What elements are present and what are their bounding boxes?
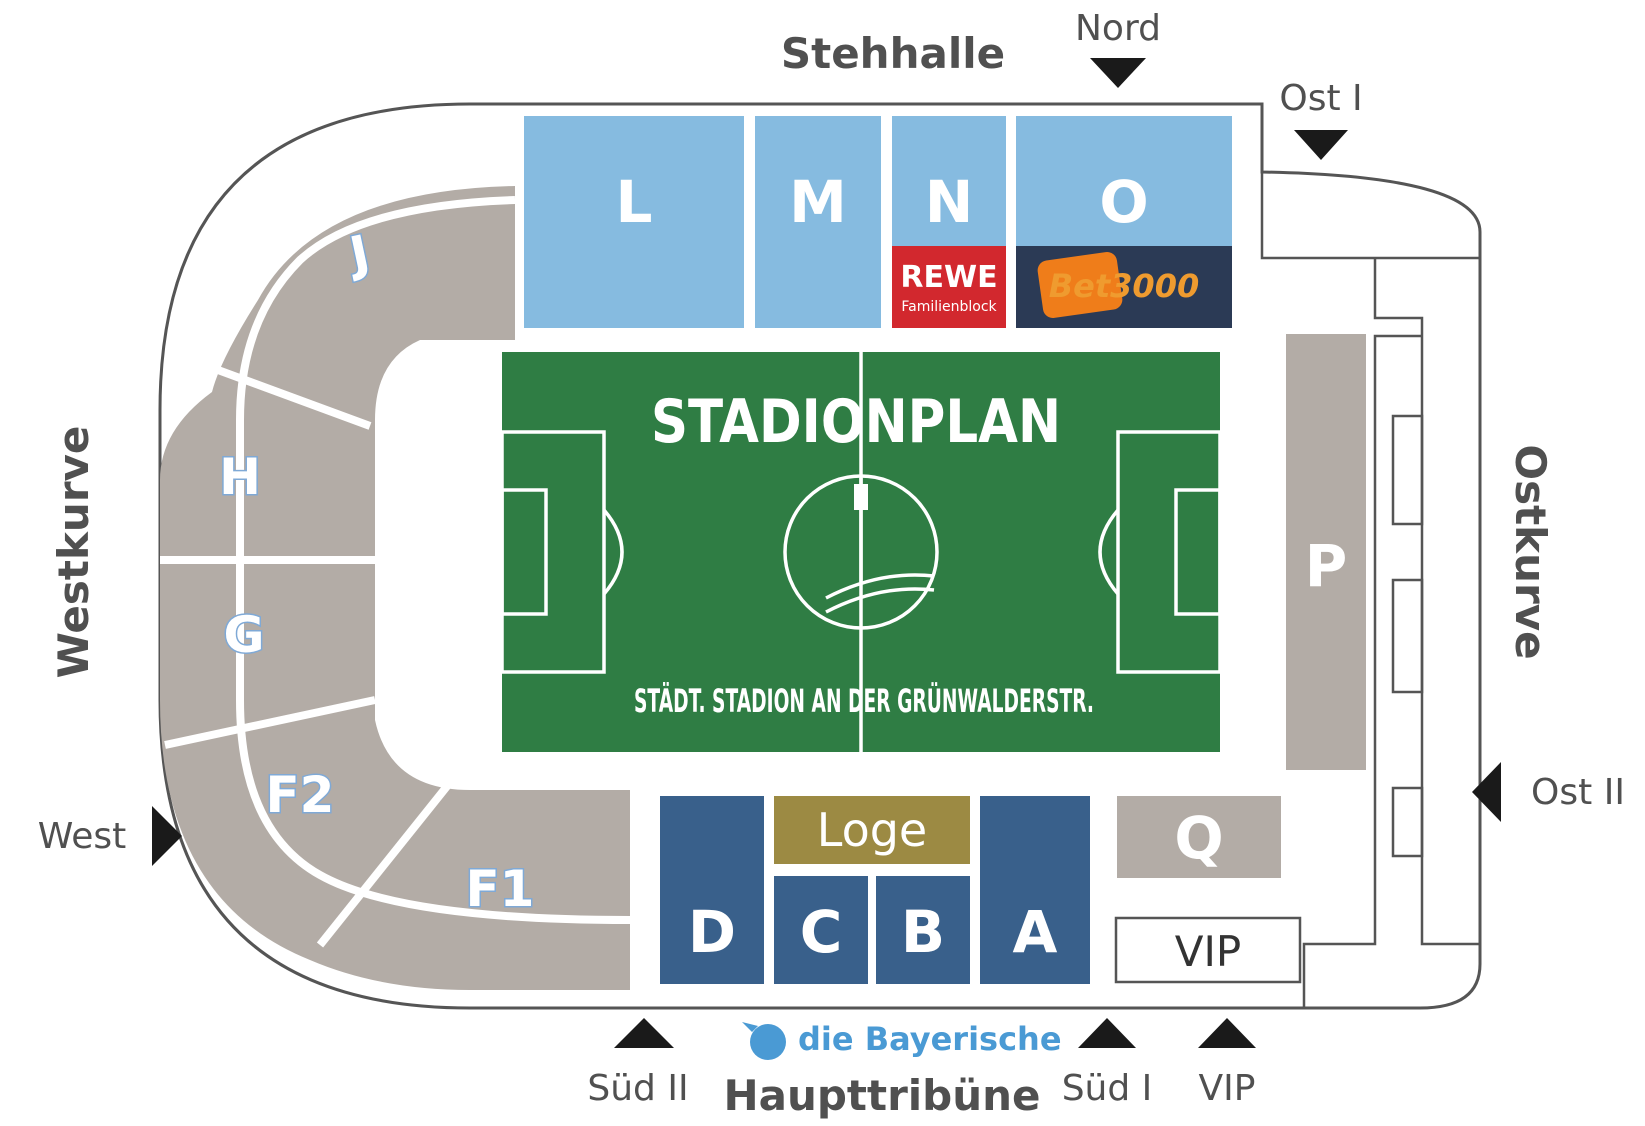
- gate-nord-label: Nord: [1075, 8, 1161, 49]
- pitch-subtitle: STÄDT. STADION AN DER GRÜNWALDERSTR.: [634, 682, 1094, 720]
- block-P-label: P: [1305, 532, 1348, 600]
- block-Q[interactable]: [1117, 796, 1281, 878]
- haupttribuene-label: Haupttribüne: [723, 1071, 1040, 1120]
- block-M[interactable]: [755, 116, 881, 328]
- block-Q-label: Q: [1174, 804, 1223, 872]
- block-F2-label: F2: [266, 766, 335, 824]
- block-N-label: N: [925, 168, 974, 236]
- haupttribuene-blocks[interactable]: [660, 796, 1090, 984]
- gate-ost1-label: Ost I: [1279, 78, 1362, 119]
- bet-logo-badge: [1037, 252, 1123, 318]
- rewe-sub-text: Familienblock: [901, 299, 997, 315]
- block-C[interactable]: [774, 876, 868, 984]
- sponsor-bayerische: die Bayerische: [798, 1020, 1062, 1058]
- ostkurve-label: Ostkurve: [1506, 444, 1555, 659]
- gate-vip-label: VIP: [1199, 1068, 1256, 1109]
- block-D-label: D: [688, 898, 736, 966]
- vip-arrow-icon[interactable]: [1198, 1018, 1256, 1048]
- ost2-arrow-icon[interactable]: [1472, 762, 1501, 822]
- westkurve-label: Westkurve: [49, 426, 98, 679]
- block-O[interactable]: [1016, 116, 1232, 246]
- block-L-label: L: [616, 168, 653, 236]
- block-C-label: C: [800, 898, 843, 966]
- lion-icon: [742, 1022, 786, 1060]
- block-A-label: A: [1013, 898, 1058, 966]
- east-concourse-lines: [1260, 172, 1480, 1008]
- sued1-arrow-icon[interactable]: [1078, 1018, 1136, 1048]
- loge-block[interactable]: [774, 796, 970, 864]
- pitch-title: STADIONPLAN: [651, 387, 1061, 457]
- vip-box[interactable]: [1114, 916, 1302, 984]
- block-G-label: G: [223, 606, 264, 664]
- block-L[interactable]: [524, 116, 744, 328]
- block-D[interactable]: [660, 796, 764, 984]
- rewe-familienblock[interactable]: [892, 246, 1006, 328]
- bet-logo-text: Bet3000: [1049, 267, 1199, 305]
- block-P[interactable]: [1286, 334, 1366, 770]
- gate-sued2-label: Süd II: [587, 1068, 688, 1109]
- west-arrow-icon[interactable]: [152, 806, 182, 866]
- block-B-label: B: [901, 898, 945, 966]
- westkurve-blocks[interactable]: [160, 186, 631, 990]
- gate-arrows: [152, 58, 1501, 1048]
- block-A[interactable]: [980, 796, 1090, 984]
- sued2-arrow-icon[interactable]: [614, 1018, 674, 1048]
- stehhalle-label: Stehhalle: [781, 29, 1005, 78]
- rewe-logo-text: REWE: [900, 260, 997, 295]
- gate-west-label: West: [38, 816, 127, 857]
- stehhalle-blocks[interactable]: [524, 116, 1232, 328]
- pitch: [500, 352, 1222, 752]
- block-F1-label: F1: [466, 860, 535, 918]
- gate-ost2-label: Ost II: [1531, 772, 1625, 813]
- nord-arrow-icon[interactable]: [1090, 58, 1146, 88]
- loge-label: Loge: [817, 803, 927, 857]
- block-O-label: O: [1099, 168, 1148, 236]
- block-M-label: M: [789, 168, 847, 236]
- block-H-label: H: [219, 448, 261, 506]
- block-N[interactable]: [892, 116, 1006, 246]
- block-B[interactable]: [876, 876, 970, 984]
- floodlight-icon: [854, 484, 868, 510]
- ost1-arrow-icon[interactable]: [1294, 130, 1348, 160]
- gate-sued1-label: Süd I: [1062, 1068, 1153, 1109]
- vip-box-label: VIP: [1175, 927, 1241, 976]
